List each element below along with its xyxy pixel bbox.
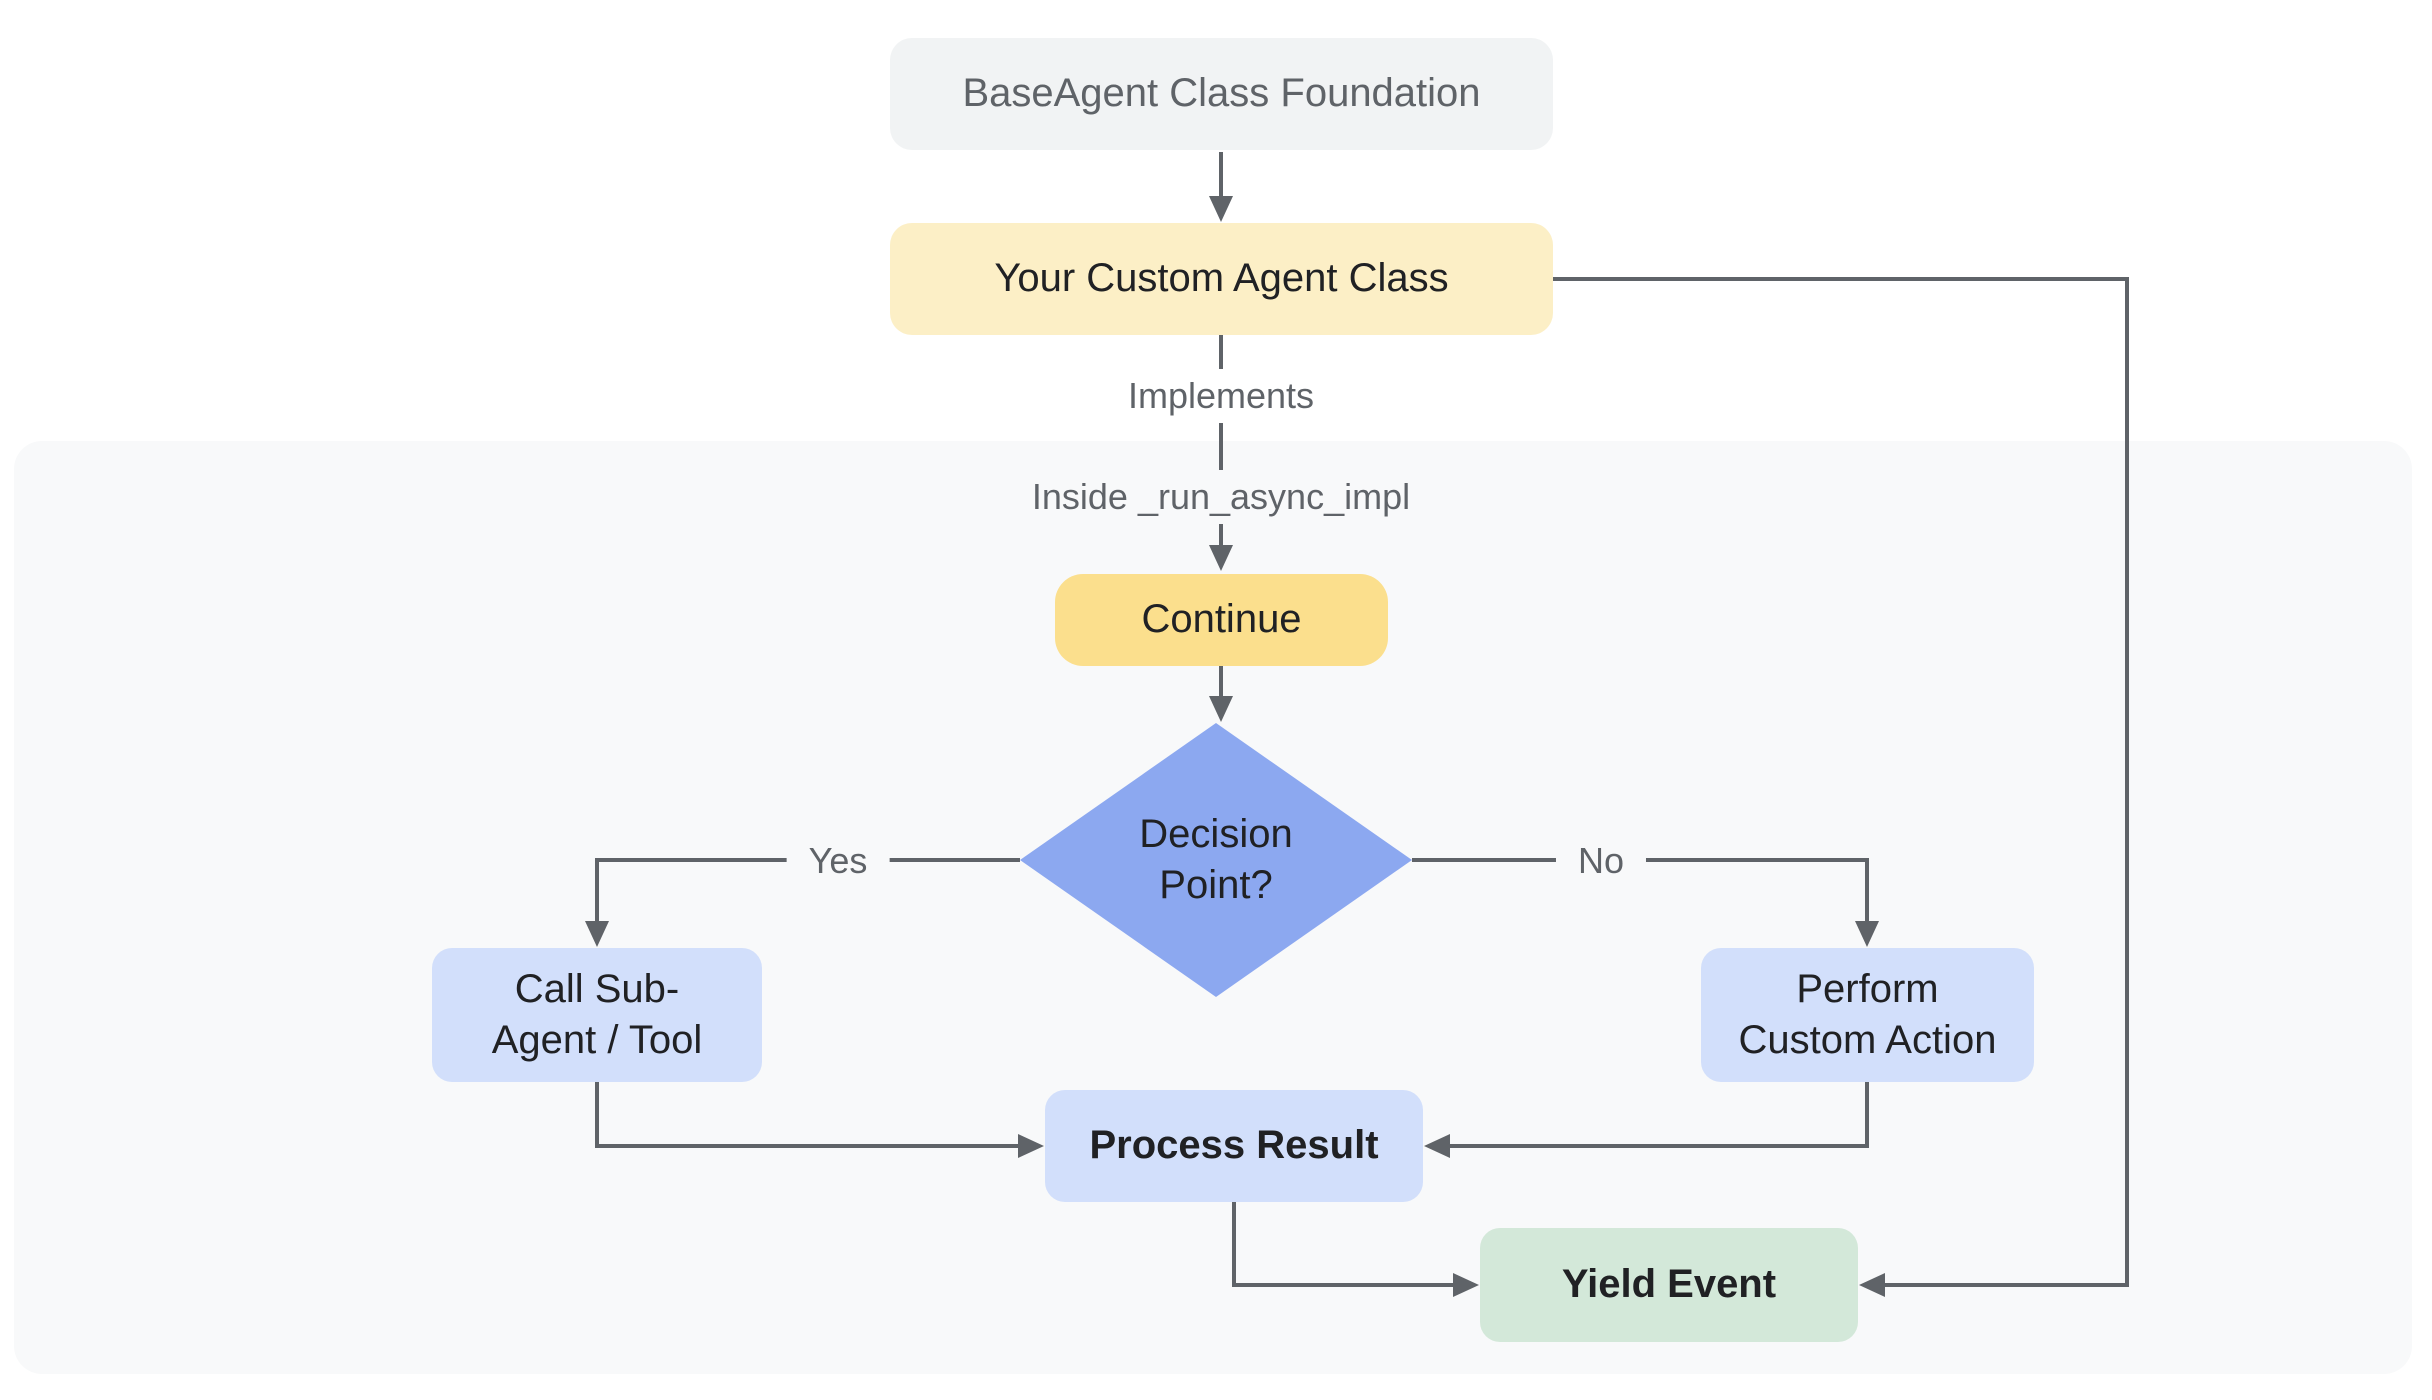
arrowhead-left-yield (1859, 1273, 1885, 1297)
node-baseagent-class-foundation: BaseAgent Class Foundation (890, 38, 1553, 150)
edge-label-no: No (1555, 834, 1647, 888)
node-your-custom-agent-class: Your Custom Agent Class (890, 223, 1553, 335)
edge-label-inside-run-async-impl: Inside _run_async_impl (1009, 470, 1433, 524)
node-label: Continue (1141, 597, 1302, 642)
node-continue: Continue (1055, 574, 1388, 666)
node-label: Yield Event (1561, 1262, 1777, 1307)
node-process-result: Process Result (1045, 1090, 1423, 1202)
edge-label-yes: Yes (786, 834, 890, 888)
node-label-line1: Call Sub- (514, 966, 680, 1011)
node-label-line1: Decision (1139, 811, 1293, 856)
arrowhead-right-process (1018, 1134, 1044, 1158)
node-label-line2: Agent / Tool (491, 1018, 703, 1062)
edge-label-implements: Implements (1105, 369, 1337, 423)
edge-perform-to-process (1450, 1082, 1869, 1148)
edge-callsub-to-process (595, 1082, 1018, 1148)
arrowhead-down-custom (1209, 196, 1233, 222)
node-label: Process Result (1089, 1123, 1379, 1168)
arrowhead-left-process (1424, 1134, 1450, 1158)
edge-custom-to-yield (1553, 277, 2129, 1287)
arrowhead-down-continue (1209, 545, 1233, 571)
node-label-line2: Point? (1159, 863, 1273, 907)
node-call-sub-agent-tool: Call Sub- Agent / Tool (432, 948, 762, 1082)
node-label-line1: Perform (1796, 966, 1939, 1011)
edge-process-to-yield (1232, 1202, 1453, 1287)
arrowhead-down-callsub (585, 921, 609, 947)
node-label-line2: Custom Action (1738, 1018, 1997, 1062)
arrowhead-down-perform (1855, 921, 1879, 947)
node-yield-event: Yield Event (1480, 1228, 1858, 1342)
node-perform-custom-action: Perform Custom Action (1701, 948, 2034, 1082)
node-label: BaseAgent Class Foundation (962, 71, 1481, 116)
arrowhead-down-decision (1209, 696, 1233, 722)
node-label: Your Custom Agent Class (994, 256, 1449, 301)
arrowhead-right-yield (1453, 1273, 1479, 1297)
